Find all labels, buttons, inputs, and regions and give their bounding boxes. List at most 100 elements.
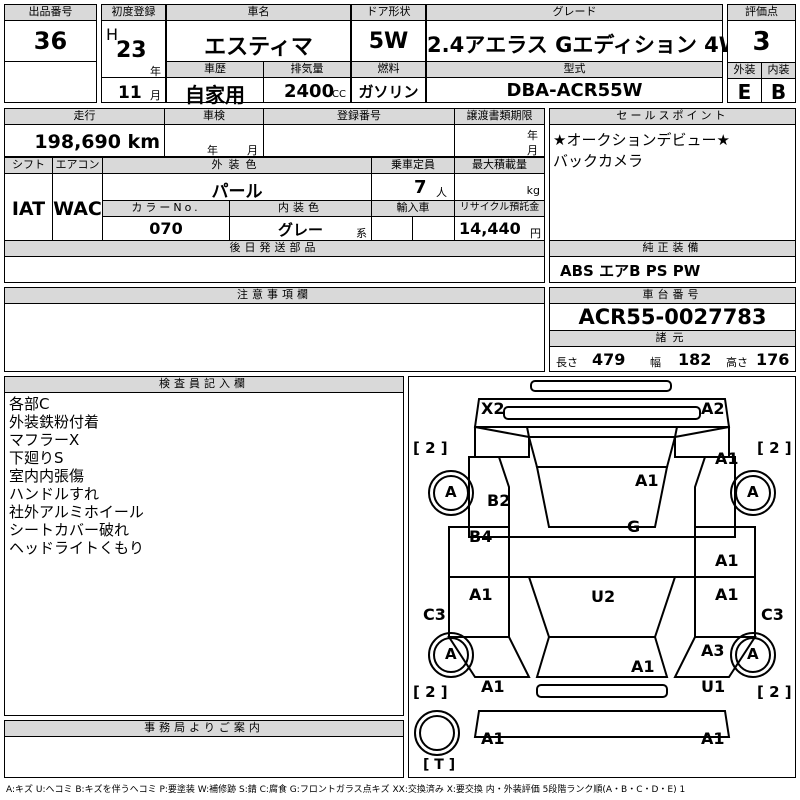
capacity-cell: 乗車定員 7 人 [371, 157, 455, 201]
capacity-label: 乗車定員 [372, 158, 454, 174]
color-no: 070 [149, 219, 183, 238]
damage-mark: A1 [701, 729, 725, 748]
spec-label: 諸元 [550, 330, 795, 347]
later-parts-label: 後日発送部品 [5, 241, 544, 257]
color-no-cell: カラーNo. 070 [102, 200, 230, 241]
wheel-mark: A [445, 483, 457, 501]
inspection-label: 車検 [165, 109, 263, 125]
ext-color-cell: 外装色 パール [102, 157, 372, 202]
note-line: 各部C [9, 395, 50, 413]
height: 176 [756, 350, 790, 369]
displacement-label: 排気量 [264, 62, 350, 78]
score: 3 [752, 27, 771, 57]
wheel-mark: A [747, 483, 759, 501]
legend: A:キズ U:ヘコミ B:キズを伴うヘコミ P:要塗装 W:補修跡 S:錆 C:… [6, 785, 686, 795]
damage-mark: C3 [423, 605, 446, 624]
ac: WAC [53, 198, 102, 220]
damage-mark: G [627, 517, 641, 536]
transfer-cell: 譲渡書類期限 年 月 [454, 108, 545, 157]
shift-label: シフト [5, 158, 52, 174]
inspector-notes: 各部C 外装鉄粉付着 マフラーX 下廻りS 室内内張傷 ハンドルすれ 社外アルミ… [9, 395, 144, 557]
damage-mark: B2 [487, 491, 511, 510]
fuel-cell: 燃料 ガソリン [351, 61, 426, 103]
grade-label: グレード [427, 5, 722, 21]
damage-mark: A2 [701, 399, 725, 418]
interior-label: 内装 [762, 63, 795, 79]
first-registration-label: 初度登録 [102, 5, 165, 21]
month-unit: 月 [150, 89, 161, 102]
damage-mark: A1 [631, 657, 655, 676]
car-diagram-panel: X2 A2 A1 B2 A1 G B4 A1 A1 A1 U2 A4 C3 C3… [408, 376, 796, 778]
history-cell: 車歴 自家用 [166, 61, 264, 107]
note-line: 室内内張傷 [9, 467, 85, 485]
recycle-cell: リサイクル預託金 14,440 円 [454, 200, 545, 241]
model-cell: 型式 DBA-ACR55W [426, 61, 723, 103]
sales-point-line-2: バックカメラ [553, 152, 644, 170]
note-line: 社外アルミホイール [9, 503, 144, 521]
import-label: 輸入車 [372, 201, 454, 217]
transfer-year-unit: 年 [527, 129, 538, 142]
note-line: 下廻りS [9, 449, 64, 467]
score-cell: 評価点 3 [727, 4, 796, 63]
spare-tire-mark: [ T ] [423, 757, 456, 773]
inspection-month-unit: 月 [247, 144, 258, 157]
tire-tread-br: [ 2 ] [757, 683, 792, 701]
damage-mark: A1 [715, 551, 739, 570]
damage-mark: A1 [469, 585, 493, 604]
equipment-cell: 純正装備 ABS エアB PS PW [549, 240, 796, 283]
damage-mark: X2 [481, 399, 505, 418]
lot-number-label: 出品番号 [5, 5, 96, 21]
car-diagram [414, 380, 776, 756]
int-color: グレー [277, 221, 323, 239]
int-color-cell: 内装色 グレー 系 [229, 200, 372, 241]
damage-mark: A1 [481, 677, 505, 696]
registration-year: 23 [116, 38, 147, 63]
int-color-label: 内装色 [230, 201, 371, 217]
damage-mark: C3 [761, 605, 784, 624]
door-cell: ドア形状 5W [351, 4, 426, 62]
car-name: エスティマ [204, 35, 313, 60]
max-load-cell: 最大積載量 kg [454, 157, 545, 201]
damage-mark: U2 [591, 587, 616, 606]
fuel-label: 燃料 [352, 62, 425, 78]
inspection-year-unit: 年 [207, 144, 218, 157]
reg-number-label: 登録番号 [264, 109, 454, 125]
fuel: ガソリン [358, 83, 419, 101]
year-unit: 年 [150, 65, 161, 78]
chassis-cell: 車台番号 ACR55-0027783 諸元 長さ 479 幅 182 高さ 17… [549, 287, 796, 372]
history-label: 車歴 [167, 62, 263, 78]
ext-color-label: 外装色 [103, 158, 371, 174]
exterior-cell: 外装 E [727, 62, 762, 104]
transfer-label: 譲渡書類期限 [455, 109, 544, 125]
chassis-label: 車台番号 [550, 288, 795, 304]
grade-cell: グレード 2.4アエラス Gエディション 4WD [426, 4, 760, 62]
model: DBA-ACR55W [506, 80, 643, 101]
registration-month: 11 [118, 83, 142, 103]
damage-mark: A1 [635, 471, 659, 490]
history: 自家用 [185, 83, 245, 107]
wheel-mark: A [747, 645, 759, 663]
score-label: 評価点 [728, 5, 795, 21]
divider [5, 61, 96, 62]
damage-mark: A3 [701, 641, 725, 660]
transfer-month-unit: 月 [527, 144, 538, 157]
era: H [106, 25, 119, 44]
capacity: 7 [414, 177, 427, 198]
recycle-fee: 14,440 [459, 219, 521, 238]
lot-number: 36 [33, 27, 68, 55]
damage-mark: B4 [469, 527, 493, 546]
yen-unit: 円 [530, 227, 541, 240]
mileage: 198,690 km [34, 131, 160, 153]
office-cell: 事務局よりご案内 [4, 720, 404, 778]
width-label: 幅 [650, 356, 661, 369]
exterior-grade: E [737, 80, 752, 104]
displacement-cell: 排気量 2400 CC [263, 61, 351, 103]
equipment: ABS エアB PS PW [560, 262, 701, 280]
inspector-cell: 検査員記入欄 各部C 外装鉄粉付着 マフラーX 下廻りS 室内内張傷 ハンドルす… [4, 376, 404, 716]
office-label: 事務局よりご案内 [5, 721, 403, 737]
interior-cell: 内装 B [761, 62, 796, 104]
sales-point-line-1: ★オークションデビュー★ [553, 131, 730, 149]
later-parts-cell: 後日発送部品 [4, 240, 545, 283]
grade: 2.4アエラス Gエディション 4WD [427, 33, 760, 57]
tire-tread-tr: [ 2 ] [757, 439, 792, 457]
